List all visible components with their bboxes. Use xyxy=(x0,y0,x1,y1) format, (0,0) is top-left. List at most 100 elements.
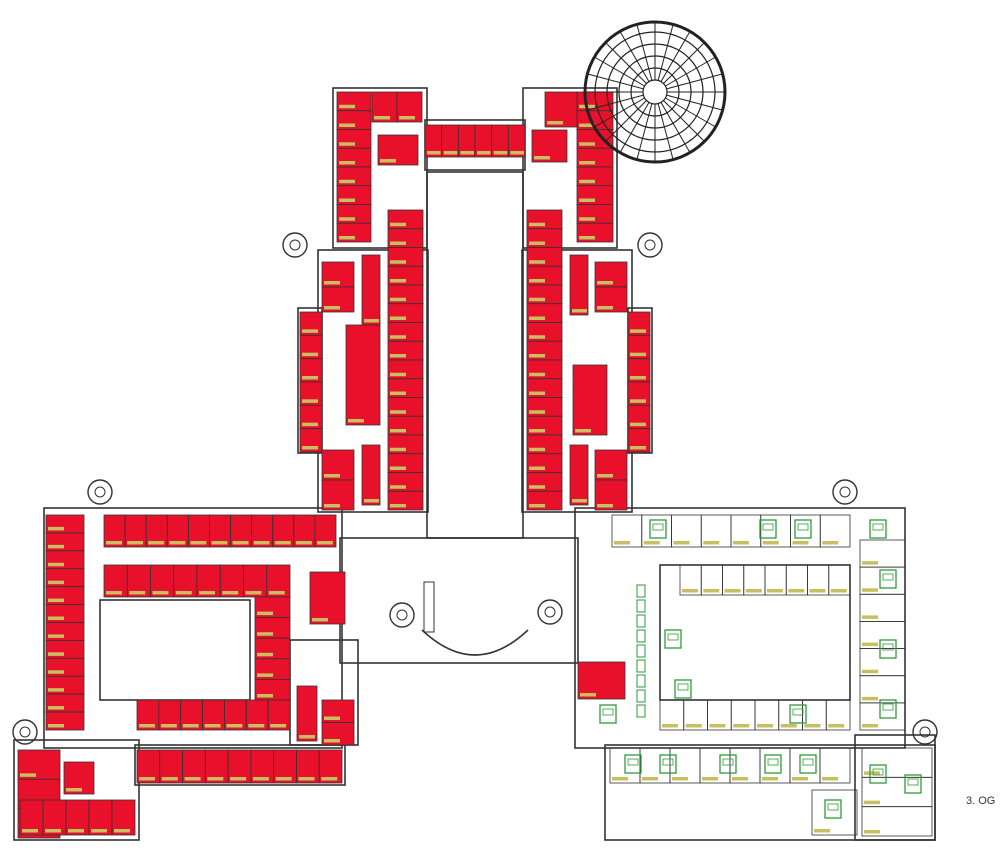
room-label-tag xyxy=(226,724,243,728)
room-label-tag xyxy=(862,724,878,728)
room-label-tag xyxy=(324,504,340,508)
room-label-tag xyxy=(597,504,613,508)
room-label-tag xyxy=(207,777,224,781)
room-label-tag xyxy=(339,142,355,146)
room-label-tag xyxy=(390,241,406,245)
room-label-tag xyxy=(390,429,406,433)
desk-furniture xyxy=(869,519,887,539)
spiral-staircase-core xyxy=(19,726,31,738)
room-label-tag xyxy=(529,279,545,283)
room-label-tag xyxy=(114,829,130,833)
room-label-tag xyxy=(339,104,355,109)
room-label-tag xyxy=(477,151,491,155)
room-label-tag xyxy=(709,724,726,728)
room-label-tag xyxy=(390,372,406,377)
room-label-tag xyxy=(211,541,228,545)
room xyxy=(819,747,851,784)
room-label-tag xyxy=(48,526,64,531)
room xyxy=(861,806,933,837)
room-label-tag xyxy=(245,591,262,595)
room-label-tag xyxy=(792,541,809,545)
room-label-tag xyxy=(612,777,628,781)
room-label-tag xyxy=(339,161,355,165)
room-label-tag xyxy=(184,777,201,781)
desk-furniture xyxy=(799,754,817,774)
room-label-tag xyxy=(139,724,155,728)
dome-rib xyxy=(594,56,645,87)
desk-furniture xyxy=(794,519,812,539)
desk-furniture xyxy=(827,803,839,811)
room-label-tag xyxy=(780,724,797,728)
room-label-tag xyxy=(547,121,563,125)
room-label-tag xyxy=(257,611,273,616)
dome-rib xyxy=(660,31,691,82)
room-label-tag xyxy=(22,829,38,833)
room-label-tag xyxy=(298,777,315,781)
room-label-tag xyxy=(48,634,64,638)
wall-outline xyxy=(43,507,343,749)
room-label-tag xyxy=(299,735,315,739)
dome-rib xyxy=(605,42,647,84)
room-label-tag xyxy=(190,541,207,545)
room-label-tag xyxy=(390,297,406,302)
dome-rib xyxy=(594,97,645,128)
room-label-tag xyxy=(364,499,379,503)
dome-rib xyxy=(587,94,644,111)
room-label-tag xyxy=(339,217,355,221)
desk-furniture xyxy=(872,523,884,531)
room-label-tag xyxy=(48,544,64,549)
room-label-tag xyxy=(390,279,406,283)
room-label-tag xyxy=(862,642,878,647)
room-label-tag xyxy=(48,652,64,656)
room-label-tag xyxy=(390,391,406,395)
spiral-dome xyxy=(583,20,727,164)
room-label-tag xyxy=(45,829,61,833)
dome-ring xyxy=(642,79,668,105)
room-label-tag xyxy=(529,241,545,245)
room-label-tag xyxy=(529,222,545,227)
room-label-tag xyxy=(339,179,355,184)
wall-outline xyxy=(426,171,524,539)
spiral-staircase-core xyxy=(919,726,931,738)
room-label-tag xyxy=(390,504,406,508)
dome-rib xyxy=(666,94,723,111)
room-label-tag xyxy=(257,673,273,677)
spiral-staircase-core xyxy=(289,239,301,251)
dome-rib xyxy=(636,24,653,81)
room-label-tag xyxy=(339,123,355,127)
desk-furniture xyxy=(722,758,734,766)
room-label-tag xyxy=(339,236,355,240)
room-label-tag xyxy=(295,541,312,545)
room-label-tag xyxy=(380,159,396,163)
room-label-tag xyxy=(862,615,878,619)
room-label-tag xyxy=(312,618,328,622)
occupied-room xyxy=(296,685,318,742)
room-label-tag xyxy=(443,151,458,155)
desk-furniture xyxy=(719,754,737,774)
room-label-tag xyxy=(862,669,878,674)
room-label-tag xyxy=(348,419,364,423)
room-label-tag xyxy=(732,777,748,781)
room-label-tag xyxy=(572,499,587,503)
room-label-tag xyxy=(316,541,333,545)
spiral-staircase-core xyxy=(644,239,656,251)
room-label-tag xyxy=(529,504,545,508)
shelf-furniture xyxy=(636,629,646,643)
room-label-tag xyxy=(169,541,186,545)
desk-furniture xyxy=(824,799,842,819)
occupied-room xyxy=(345,324,381,426)
room-label-tag xyxy=(597,281,613,285)
room-label-tag xyxy=(864,830,880,834)
spiral-staircase-core xyxy=(544,606,556,618)
room-label-tag xyxy=(529,466,545,470)
desk-furniture xyxy=(662,758,674,766)
room-label-tag xyxy=(792,777,808,781)
room-label-tag xyxy=(762,541,779,545)
desk-furniture xyxy=(602,708,614,716)
shelf-furniture xyxy=(636,644,646,658)
room-label-tag xyxy=(48,616,64,620)
room-label-tag xyxy=(257,632,273,636)
desk-furniture xyxy=(759,519,777,539)
room-label-tag xyxy=(529,260,545,264)
room-label-tag xyxy=(642,777,658,781)
